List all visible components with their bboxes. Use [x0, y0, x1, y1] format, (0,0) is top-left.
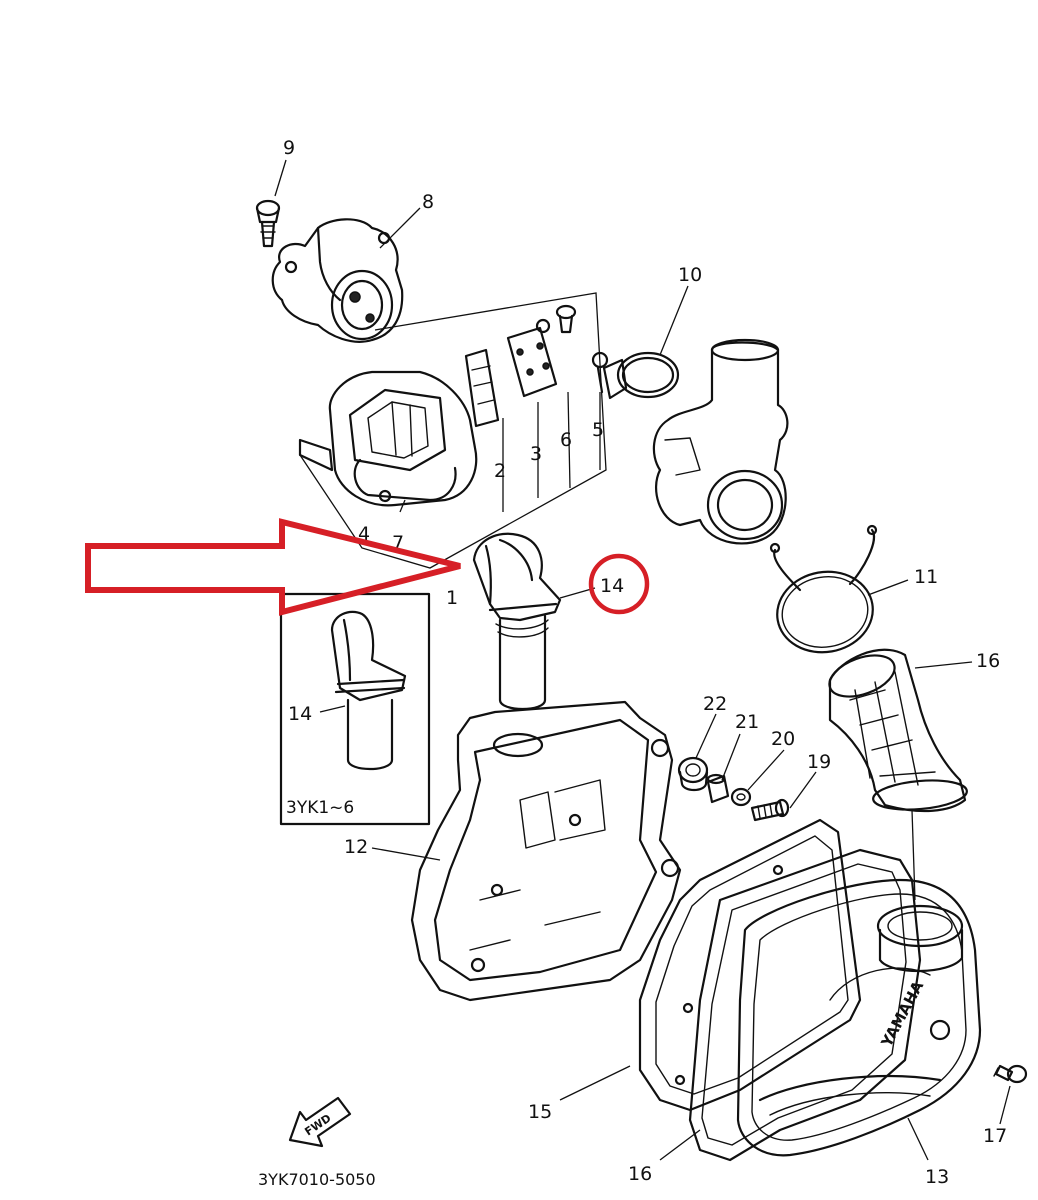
callout-2: 2 [494, 460, 506, 482]
callout-22: 22 [703, 693, 727, 715]
callout-9: 9 [283, 137, 295, 159]
callout-5: 5 [592, 419, 604, 441]
callout-17: 16 [976, 650, 1000, 672]
part-22-grommet [677, 756, 709, 792]
callout-12: 12 [344, 836, 368, 858]
fwd-label: FWD [302, 1112, 333, 1139]
part-11-spring-clip [769, 524, 878, 654]
callout-18: 17 [983, 1125, 1007, 1147]
red-annotation [85, 518, 650, 616]
part-16-element [688, 848, 922, 1162]
callout-20: 20 [771, 728, 795, 750]
part-17-intake-duct [828, 648, 968, 813]
callout-6: 6 [560, 429, 572, 451]
part-18-screw [993, 1064, 1028, 1084]
part-7-gasket [353, 458, 457, 503]
callout-3: 3 [530, 443, 542, 465]
fwd-marker: FWD [288, 1096, 352, 1148]
part-14-variant-pipe [330, 610, 407, 770]
part-13-air-filter-cover: YAMAHA [736, 878, 982, 1157]
callout-15: 15 [528, 1101, 552, 1123]
callouts: 9 8 10 2 3 6 5 4 7 1 14 11 16 14 22 21 2… [283, 137, 1007, 1188]
callout-8: 8 [422, 191, 434, 213]
part-5-screw [555, 304, 577, 334]
part-10-clamp [591, 351, 680, 400]
part-2-reed-plate [464, 348, 500, 428]
callout-10: 10 [678, 264, 702, 286]
callout-14-variant: 14 [288, 703, 312, 725]
variant-box: 3YK1~6 [279, 592, 431, 826]
part-12-air-filter-case [410, 700, 682, 1002]
part-9-bolt [255, 199, 281, 248]
assembly-outline [299, 292, 607, 569]
callout-16: 16 [628, 1163, 652, 1185]
part-4-reed-valve [298, 370, 478, 507]
callout-1: 1 [446, 587, 458, 609]
variant-label: 3YK1~6 [286, 798, 354, 818]
part-21-collar [706, 773, 730, 804]
callout-21: 21 [735, 711, 759, 733]
leader-lines [274, 159, 1011, 1161]
part-14-intake-pipe [472, 532, 562, 710]
red-highlight-circle [588, 553, 650, 615]
callout-14: 14 [600, 575, 624, 597]
part-19-bolt [750, 798, 790, 822]
callout-19: 19 [807, 751, 831, 773]
part-3-reed-stopper [506, 326, 558, 398]
callout-13: 13 [925, 1166, 949, 1188]
carburetor-body [652, 338, 789, 545]
part-8-joint [271, 218, 404, 343]
part-6-washer [535, 318, 551, 334]
part-15-gasket [638, 818, 862, 1112]
callout-11: 11 [914, 566, 938, 588]
part-20-washer [730, 787, 752, 807]
diagram-code: 3YK7010-5050 [258, 1170, 376, 1189]
red-pointer-arrow [85, 518, 461, 616]
